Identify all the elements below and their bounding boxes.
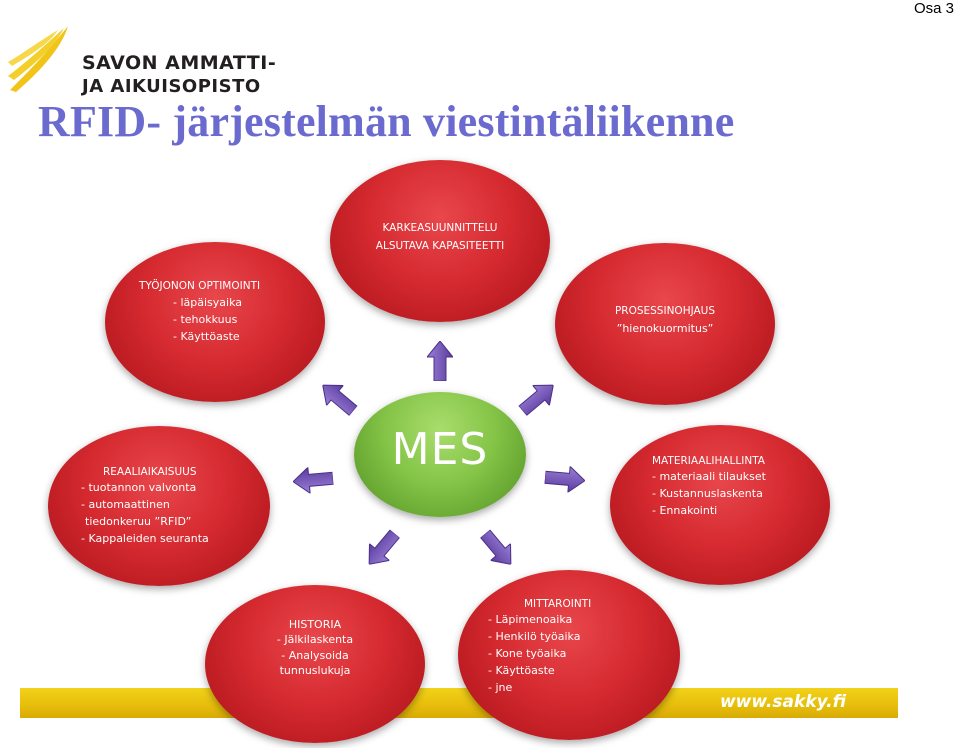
node-title: REAALIAIKAISUUS	[103, 466, 197, 478]
node-tyojonon-optimointi: TYÖJONON OPTIMOINTI - läpäisyaika - teho…	[105, 242, 325, 402]
arrow-down-left-icon	[368, 529, 401, 565]
node-line: ”hienokuormitus”	[616, 322, 714, 335]
arrow-down-right-icon	[479, 529, 512, 565]
arrow-up-left-icon	[322, 384, 358, 417]
node-item: tiedonkeruu ”RFID”	[85, 515, 192, 528]
center-label: MES	[391, 424, 489, 475]
logo-swoosh-icon	[8, 26, 68, 92]
page-label: Osa 3	[913, 0, 954, 17]
node-item: - Analysoida	[281, 649, 349, 662]
node-item: - läpäisyaika	[173, 296, 242, 309]
node-line: KARKEASUUNNITTELU	[382, 222, 498, 234]
node-item: - Kappaleiden seuranta	[81, 532, 209, 545]
node-item: - Ennakointi	[652, 504, 718, 517]
arrow-right-icon	[544, 465, 586, 494]
arrow-up-icon	[427, 341, 453, 381]
node-item: - Käyttöaste	[173, 330, 240, 343]
node-title: MITTAROINTI	[524, 598, 592, 610]
node-line: ALSUTAVA KAPASITEETTI	[375, 240, 505, 252]
node-item: tunnuslukuja	[279, 664, 351, 677]
node-prosessinohjaus: PROSESSINOHJAUS ”hienokuormitus”	[555, 243, 775, 405]
node-item: - materiaali tilaukset	[652, 470, 766, 483]
node-reaaliaikaisuus: REAALIAIKAISUUS - tuotannon valvonta - a…	[48, 426, 270, 586]
node-item: - automaattinen	[81, 498, 170, 511]
node-item: - Kone työaika	[488, 647, 567, 660]
node-item: - Henkilö työaika	[488, 630, 581, 643]
node-materiaalihallinta: MATERIAALIHALLINTA - materiaali tilaukse…	[610, 425, 830, 585]
logo: SAVON AMMATTI- JA AIKUISOPISTO	[6, 22, 276, 100]
footer-bar: www.sakky.fi	[20, 688, 898, 718]
node-line: PROSESSINOHJAUS	[614, 305, 716, 317]
logo-line-1: SAVON AMMATTI-	[82, 52, 277, 74]
node-item: - Käyttöaste	[488, 664, 555, 677]
node-karkeasuunnittelu: KARKEASUUNNITTELU ALSUTAVA KAPASITEETTI	[330, 160, 550, 322]
node-item: - jne	[488, 681, 513, 694]
arrow-left-icon	[292, 466, 334, 495]
node-item: - tehokkuus	[173, 313, 238, 326]
footer-url[interactable]: www.sakky.fi	[719, 692, 846, 712]
page-title: RFID- järjestelmän viestintäliikenne	[38, 97, 735, 146]
node-historia: HISTORIA - Jälkilaskenta - Analysoida tu…	[205, 585, 425, 743]
node-title: MATERIAALIHALLINTA	[652, 455, 765, 467]
node-title: HISTORIA	[288, 618, 342, 631]
node-item: - tuotannon valvonta	[81, 481, 197, 494]
node-title: TYÖJONON OPTIMOINTI	[139, 280, 261, 292]
node-item: - Kustannuslaskenta	[652, 487, 763, 500]
center-mes: MES	[354, 392, 526, 517]
node-item: - Jälkilaskenta	[276, 633, 354, 646]
node-item: - Läpimenoaika	[488, 613, 573, 626]
logo-line-2: JA AIKUISOPISTO	[82, 76, 261, 97]
arrow-up-right-icon	[518, 384, 554, 417]
node-mittarointi: MITTAROINTI - Läpimenoaika - Henkilö työ…	[458, 570, 680, 740]
